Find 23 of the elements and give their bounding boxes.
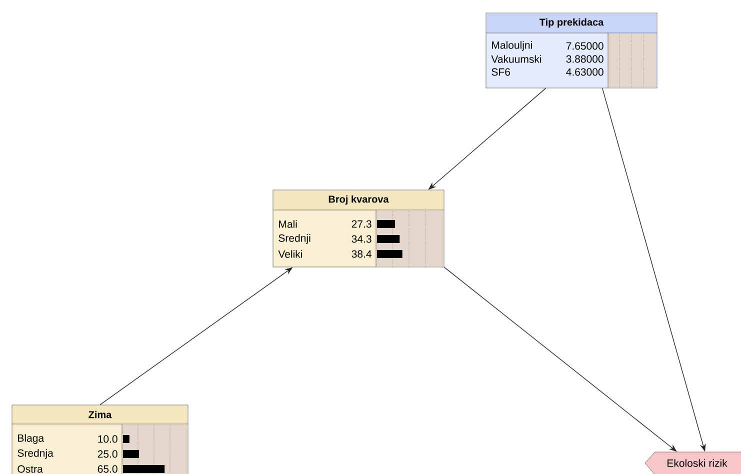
utility-node: Ekoloski rizik [644, 452, 741, 474]
state-value: 27.3 [352, 220, 372, 228]
state-value: 3.88000 [566, 55, 604, 63]
state-name: Vakuumski [491, 55, 542, 63]
state-value: 25.0 [98, 450, 118, 458]
network-node-box: Tip prekidaca Malouljni 7.65000 Vakuumski 3.88000 SF6 4.63000 [486, 12, 658, 88]
state-value: 34.3 [352, 235, 372, 243]
state-name: Veliki [278, 250, 302, 258]
state-name: Blaga [18, 434, 44, 444]
state-value: 7.65000 [566, 42, 604, 50]
state-value: 10.0 [98, 435, 118, 443]
state-name: Mali [279, 220, 297, 228]
state-name: Malouljni [492, 41, 532, 51]
state-name: Ostra [18, 465, 43, 473]
network-node-box: Broj kvarova Mali 27.3 Srednji 34.3 Veliki 38.4 [272, 190, 444, 268]
state-value: 38.4 [352, 250, 372, 258]
state-value: 4.63000 [566, 68, 604, 76]
state-name: SF6 [492, 68, 510, 76]
state-value: 65.0 [98, 465, 118, 473]
state-name: Srednji [278, 234, 310, 244]
arrow [444, 266, 677, 452]
state-name: Srednja [18, 449, 54, 459]
network-node-box: Zima Blaga 10.0 Srednja 25.0 Ostra 65.0 [12, 404, 188, 474]
